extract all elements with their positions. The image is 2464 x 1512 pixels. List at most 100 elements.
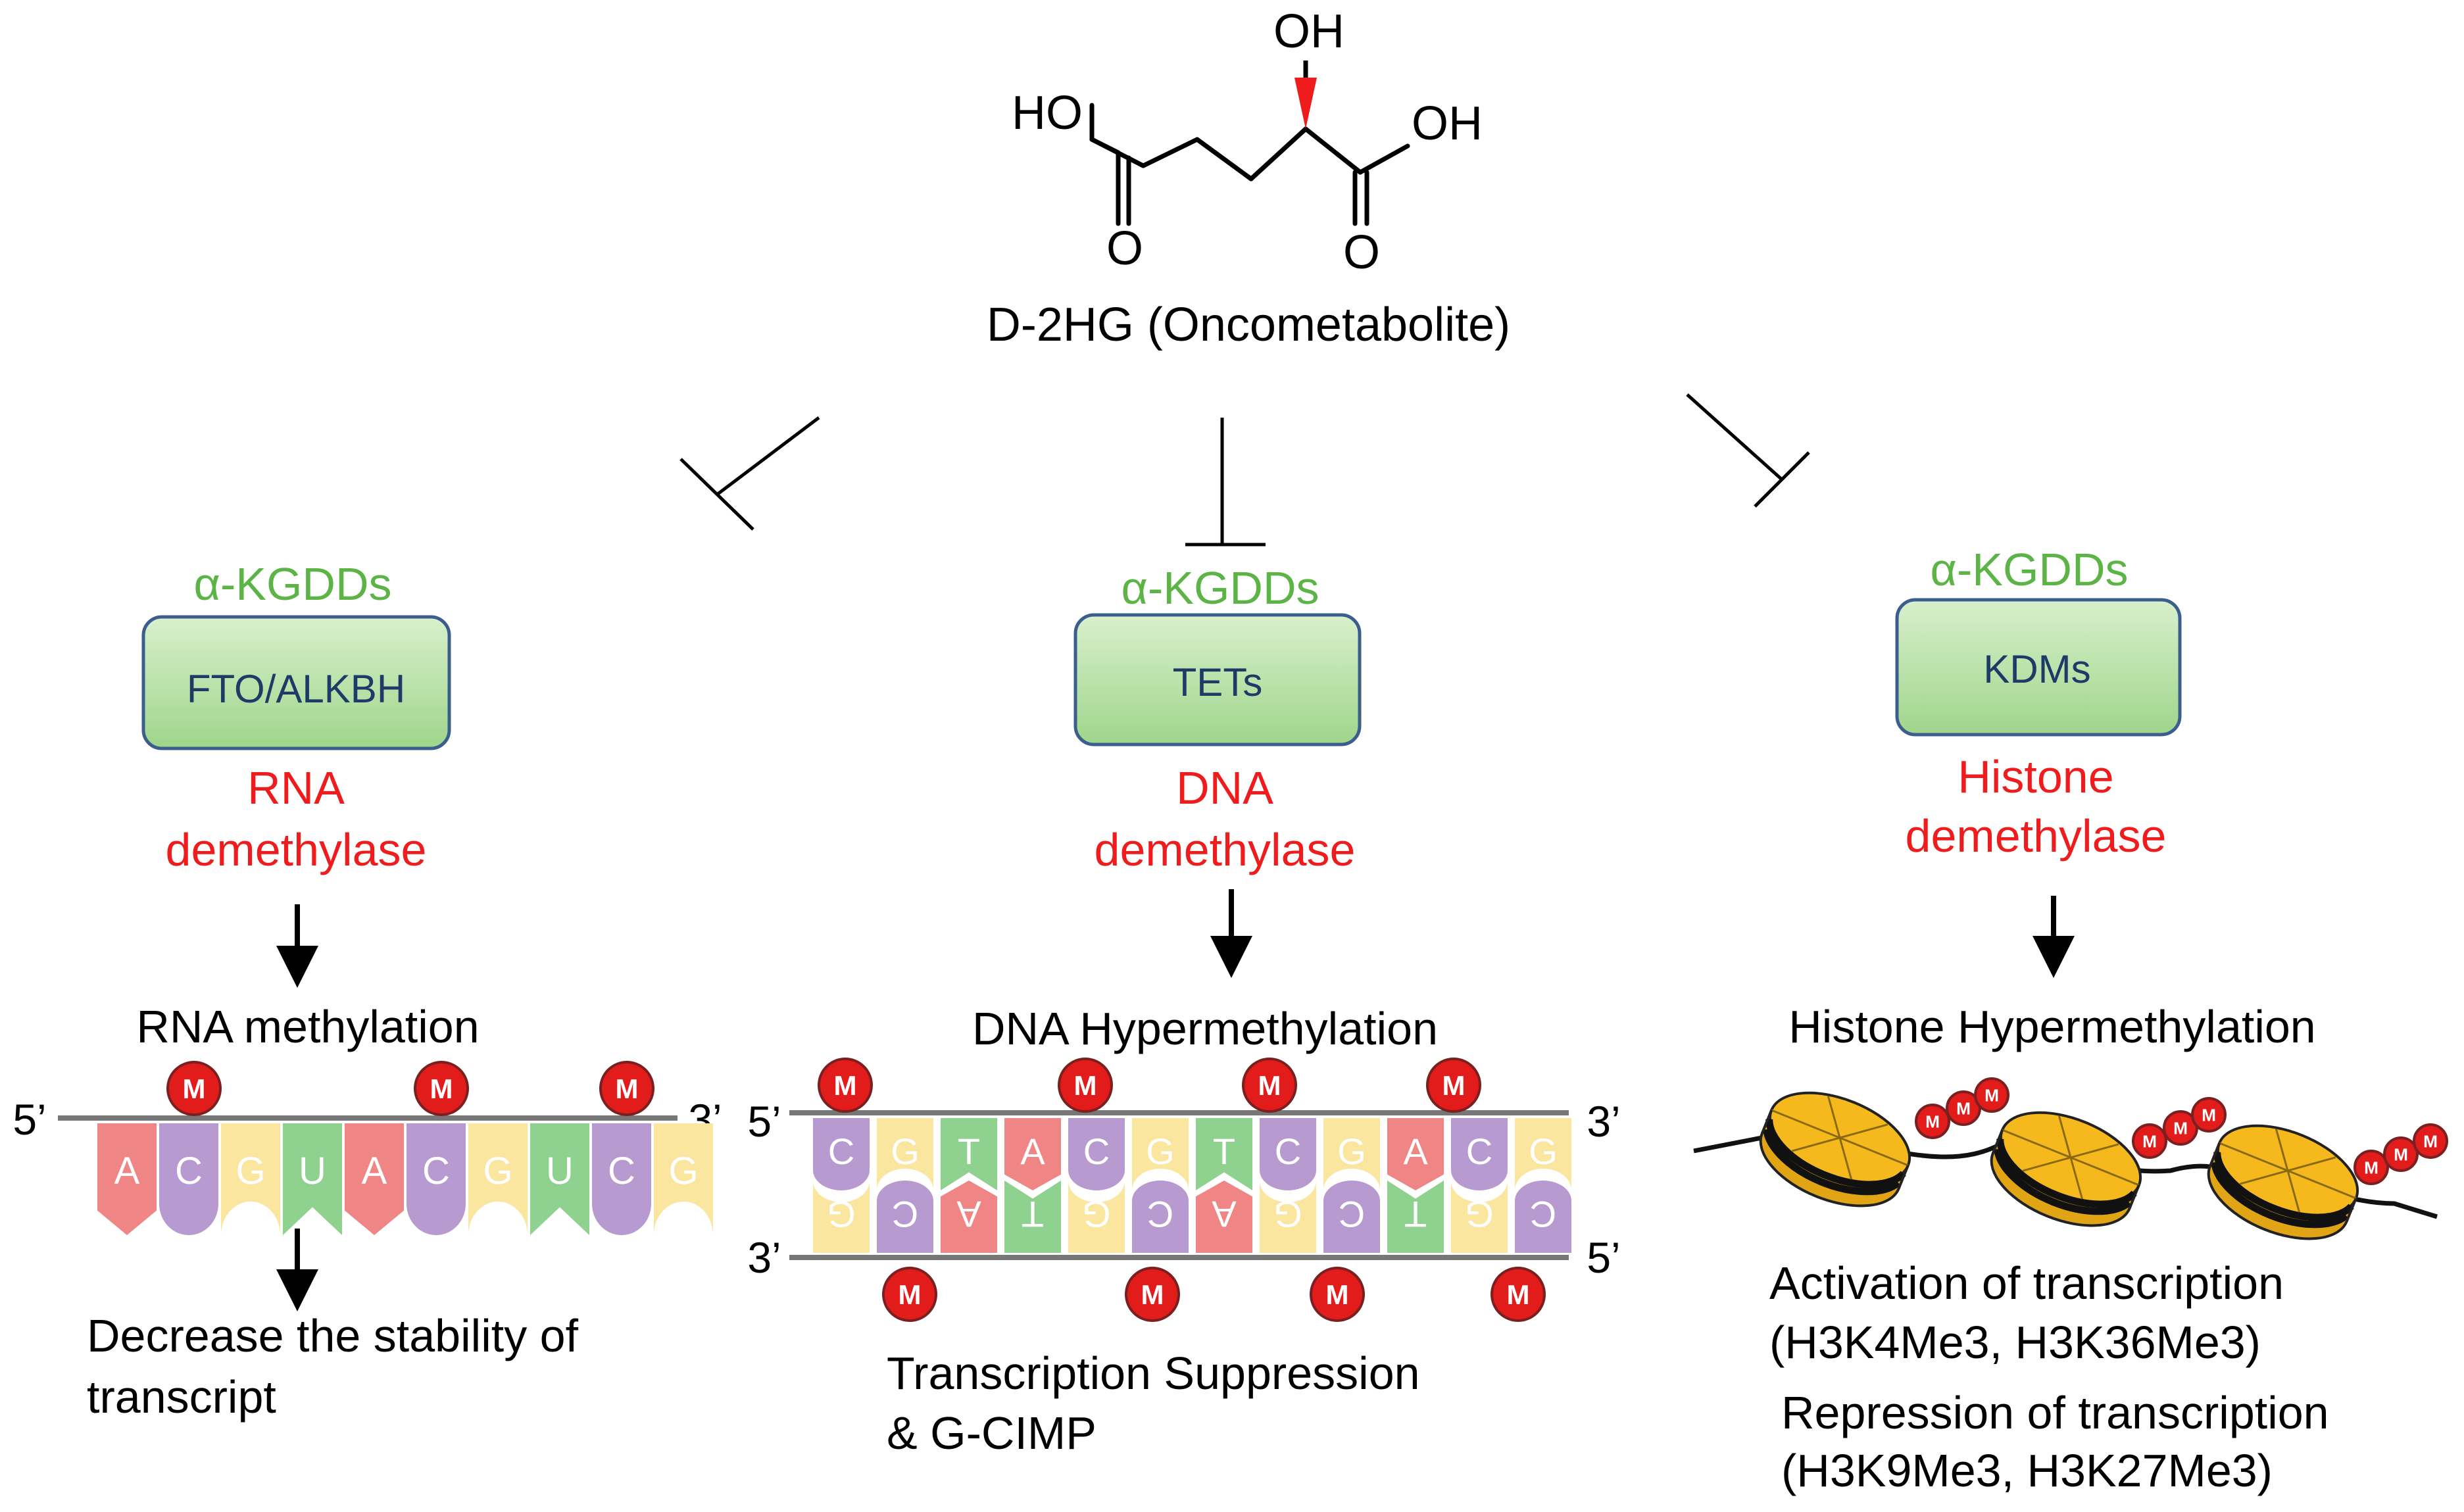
- nucleotide-letter: G: [1465, 1194, 1494, 1235]
- nucleotide-letter: C: [828, 1131, 854, 1172]
- methyl-mark: M: [2132, 1123, 2167, 1159]
- nucleotide-letter: G: [668, 1150, 698, 1192]
- nucleotide-letter: G: [1273, 1194, 1302, 1235]
- nucleotide-base: [1387, 1118, 1444, 1190]
- nucleotide-letter: C: [1530, 1194, 1556, 1235]
- nucleotide-letter: C: [1147, 1194, 1173, 1235]
- svg-text:M: M: [2202, 1106, 2216, 1125]
- methyl-mark: M: [2353, 1150, 2389, 1185]
- methyl-mark: M: [599, 1061, 654, 1116]
- nucleotide-base: [813, 1181, 870, 1253]
- strand-end-bottom-left: 3’: [747, 1233, 781, 1282]
- nucleotide-base: [1515, 1118, 1571, 1190]
- enzyme-box-label: TETs: [1173, 660, 1263, 704]
- outcome-line1: Decrease the stability of: [87, 1310, 579, 1361]
- nucleotide-letter: A: [956, 1194, 981, 1235]
- nucleotide-base: [1451, 1118, 1508, 1190]
- nucleotide-letter: G: [891, 1131, 920, 1172]
- enzyme-box: [1073, 613, 1362, 746]
- nucleotide-letter: G: [1082, 1194, 1111, 1235]
- column-dna: α-KGDDs TETs DNA demethylase DNA Hyperme…: [747, 562, 1620, 1459]
- svg-text:M: M: [2173, 1119, 2188, 1138]
- nucleotide-base: [654, 1123, 713, 1235]
- role-line1: Histone: [1958, 751, 2113, 802]
- svg-text:M: M: [1074, 1070, 1097, 1101]
- enzyme-class-label: α-KGDDs: [193, 558, 391, 610]
- molecule-oh-top: OH: [1273, 5, 1344, 58]
- nucleotide-base: [1515, 1181, 1571, 1253]
- d2hg-molecule: [1089, 103, 1410, 226]
- svg-text:M: M: [834, 1070, 857, 1101]
- nucleotide-letter: C: [608, 1150, 635, 1192]
- svg-text:M: M: [2394, 1145, 2408, 1165]
- nucleotide-base: [221, 1123, 280, 1235]
- svg-text:M: M: [1141, 1279, 1164, 1310]
- methyl-mark: M: [2191, 1097, 2227, 1133]
- methyl-mark: M: [882, 1267, 937, 1322]
- nucleotide-letter: C: [1466, 1131, 1492, 1172]
- nucleotide-letter: A: [1212, 1194, 1237, 1235]
- inhibition-lines: [679, 393, 1810, 547]
- nucleotide-base: [97, 1123, 157, 1235]
- nucleotide-letter: A: [362, 1150, 387, 1192]
- molecule-caption: D-2HG (Oncometabolite): [987, 299, 1510, 351]
- nucleotide-base: [1323, 1118, 1380, 1190]
- nucleotide-base: [159, 1123, 218, 1236]
- role-line2: demethylase: [166, 824, 427, 875]
- svg-text:M: M: [1507, 1279, 1530, 1310]
- svg-text:M: M: [1442, 1070, 1466, 1101]
- nucleotide-letter: C: [175, 1150, 203, 1192]
- svg-text:M: M: [1925, 1112, 1940, 1132]
- nucleotide-base: [1132, 1118, 1189, 1190]
- process-label: RNA methylation: [136, 1001, 479, 1052]
- nucleotide-letter: C: [422, 1150, 450, 1192]
- methyl-mark: M: [1058, 1058, 1113, 1113]
- nucleosome: [1759, 1091, 1911, 1207]
- nucleotide-base: [468, 1123, 528, 1235]
- nucleotide-letter: A: [1020, 1131, 1045, 1172]
- strand-end-5: 5’: [12, 1095, 46, 1144]
- methyl-mark: M: [2163, 1110, 2198, 1146]
- role-line1: DNA: [1176, 762, 1273, 814]
- enzyme-box: [1895, 598, 2182, 737]
- nucleotide-base: [407, 1123, 466, 1236]
- molecule-o-right: O: [1343, 226, 1380, 279]
- process-label: DNA Hypermethylation: [972, 1003, 1438, 1054]
- enzyme-box-label: KDMs: [1983, 647, 2090, 691]
- nucleotide-letter: A: [114, 1150, 140, 1192]
- dna-methyl-marks: M M M M M M M M: [818, 1058, 1546, 1322]
- nucleotide-base: [283, 1123, 342, 1235]
- svg-text:M: M: [2142, 1132, 2157, 1152]
- inhibit-bar-left: [679, 458, 754, 531]
- nucleosome-array: [1759, 1091, 2359, 1240]
- svg-text:M: M: [1326, 1279, 1349, 1310]
- process-label: Histone Hypermethylation: [1788, 1001, 2315, 1052]
- svg-text:M: M: [1258, 1070, 1281, 1101]
- strand-end-top-left: 5’: [747, 1097, 781, 1146]
- methyl-mark: M: [1125, 1267, 1180, 1322]
- inhibit-line-right: [1686, 393, 1784, 481]
- methyl-mark: M: [1915, 1104, 1950, 1139]
- outcome-line1: Activation of transcription: [1769, 1257, 2284, 1309]
- nucleosome: [1990, 1111, 2142, 1227]
- nucleotide-letter: C: [1339, 1194, 1365, 1235]
- svg-text:M: M: [899, 1279, 922, 1310]
- outcome-line3: Repression of transcription: [1781, 1387, 2329, 1438]
- nucleotide-letter: G: [1529, 1131, 1558, 1172]
- stereo-wedge: [1294, 78, 1317, 129]
- nucleotide-letter: U: [299, 1150, 326, 1192]
- methyl-mark: M: [1310, 1267, 1365, 1322]
- nucleotide-base: [1387, 1181, 1444, 1253]
- role-line2: demethylase: [1095, 824, 1356, 875]
- methyl-mark: M: [818, 1058, 873, 1113]
- methyl-mark: M: [1974, 1077, 2009, 1113]
- svg-text:M: M: [2364, 1158, 2378, 1178]
- enzyme-box: [141, 615, 451, 750]
- column-histone: α-KGDDs KDMs Histone demethylase Histone…: [1693, 544, 2448, 1496]
- nucleotide-base: [1260, 1181, 1316, 1253]
- nucleotide-base: [1451, 1181, 1508, 1253]
- nucleotide-base: [1196, 1118, 1252, 1190]
- nucleotide-letter: C: [1275, 1131, 1301, 1172]
